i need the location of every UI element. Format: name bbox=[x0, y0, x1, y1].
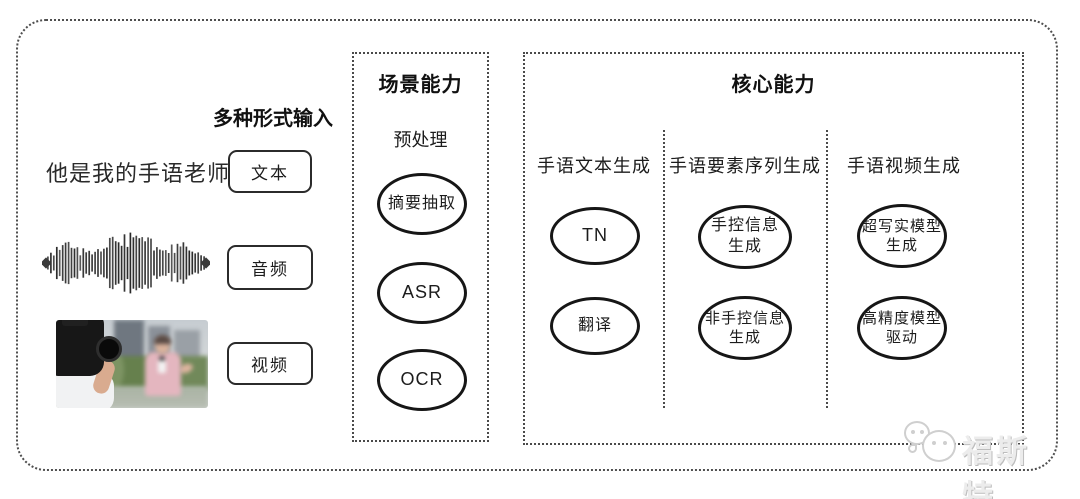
text-input-sample: 他是我的手语老师 bbox=[46, 161, 231, 186]
watermark-bubble-icon bbox=[922, 430, 956, 462]
core-capability-box: 核心能力 手语文本生成 手语要素序列生成 手语视频生成 TN 翻译 手控信息 生… bbox=[523, 52, 1024, 445]
input-box-audio: 音频 bbox=[227, 245, 313, 290]
node-summary-extraction: 摘要抽取 bbox=[377, 173, 467, 235]
node-asr: ASR bbox=[377, 262, 467, 324]
column-header-element-sequence: 手语要素序列生成 bbox=[669, 156, 821, 176]
photo-camera-lens bbox=[96, 336, 122, 362]
outer-dotted-border bbox=[16, 19, 1058, 471]
node-non-manual-info-generation: 非手控信息 生成 bbox=[698, 296, 792, 360]
input-section-label: 多种形式输入 bbox=[213, 108, 333, 130]
node-manual-info-generation: 手控信息 生成 bbox=[698, 205, 792, 269]
preprocess-label: 预处理 bbox=[393, 130, 448, 150]
node-high-precision-model-driving: 高精度模型 驱动 bbox=[857, 296, 947, 360]
node-hyperrealistic-model-generation: 超写实模型 生成 bbox=[857, 204, 947, 268]
column-header-text-generation: 手语文本生成 bbox=[537, 156, 651, 176]
photo-microphone bbox=[158, 356, 166, 373]
audio-waveform-icon bbox=[40, 227, 212, 299]
core-box-title: 核心能力 bbox=[731, 74, 816, 96]
video-input-photo bbox=[56, 320, 208, 408]
column-header-video-generation: 手语视频生成 bbox=[847, 156, 961, 176]
node-ocr: OCR bbox=[377, 349, 467, 411]
watermark-bubble-icon bbox=[904, 421, 930, 445]
scene-box-title: 场景能力 bbox=[378, 74, 463, 96]
node-tn: TN bbox=[550, 207, 640, 265]
input-box-video: 视频 bbox=[227, 342, 313, 385]
watermark-brand-text: 福斯特 bbox=[962, 434, 1030, 499]
watermark-bubble-tail bbox=[908, 444, 917, 453]
scene-capability-box: 场景能力 预处理 摘要抽取 ASR OCR bbox=[352, 52, 489, 442]
column-divider bbox=[663, 130, 665, 408]
watermark: 福斯特 bbox=[900, 418, 1060, 499]
column-divider bbox=[826, 130, 828, 408]
photo-reporter-hair bbox=[154, 335, 171, 344]
input-box-text: 文本 bbox=[228, 150, 312, 193]
node-translation: 翻译 bbox=[550, 297, 640, 355]
photo-camera-top bbox=[62, 320, 88, 326]
